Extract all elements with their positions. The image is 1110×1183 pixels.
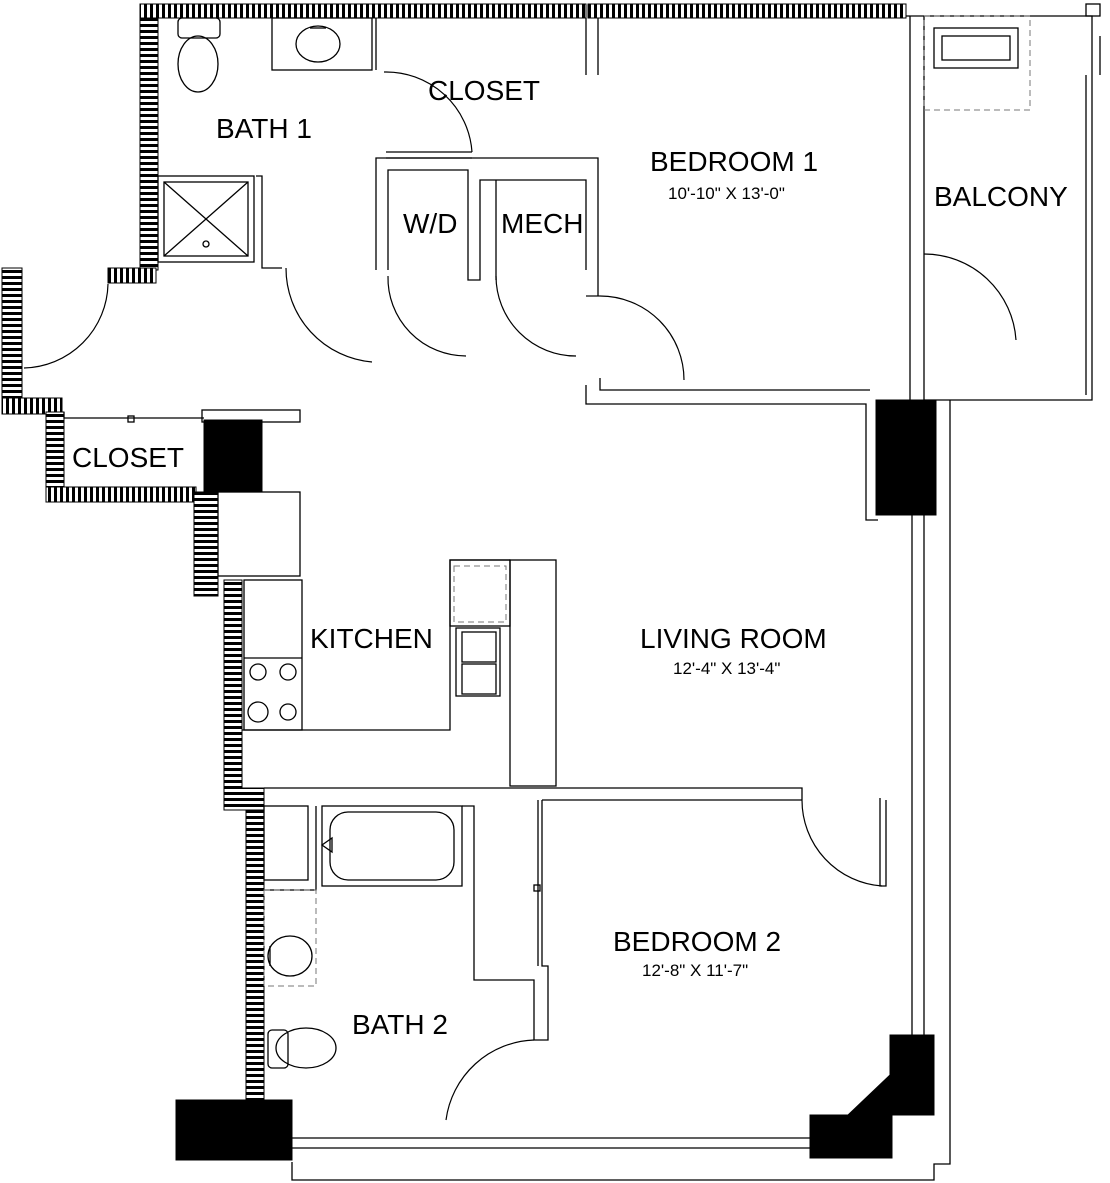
bath1-toilet <box>177 35 219 93</box>
bath2-left-wall <box>245 809 265 1103</box>
room-label-mech: MECH <box>501 208 583 239</box>
interior-walls <box>63 3 1101 1181</box>
room-label-kitchen: KITCHEN <box>310 623 433 654</box>
door-swings <box>23 71 1017 1121</box>
kitchen-sink <box>455 627 501 697</box>
column-bath2 <box>175 1099 293 1161</box>
balcony-unit <box>933 27 1019 69</box>
room-label-bath1: BATH 1 <box>216 113 312 144</box>
closet-bottom-wall <box>45 486 197 503</box>
room-label-bedroom1: BEDROOM 1 <box>650 146 818 177</box>
column-closet <box>203 419 263 493</box>
column-bedroom2 <box>809 1034 935 1159</box>
bath2-toilet <box>275 1027 337 1069</box>
room-label-bath2: BATH 2 <box>352 1009 448 1040</box>
entry-left-wall <box>1 267 23 415</box>
room-label-wd: W/D <box>403 208 457 239</box>
bath1-shower <box>157 175 255 263</box>
column-living <box>875 399 937 516</box>
bath1-left-wall <box>139 17 159 271</box>
top-exterior-wall-2 <box>385 3 587 19</box>
kitchen-left-wall <box>223 579 243 789</box>
room-dimensions-bedroom2: 12'-8" X 11'-7" <box>642 961 748 980</box>
room-dimensions-bedroom1: 10'-10" X 13'-0" <box>668 184 785 203</box>
room-label-closet-top: CLOSET <box>428 75 540 106</box>
bath2-sink-counter <box>263 889 317 987</box>
room-label-living-room: LIVING ROOM <box>640 623 827 654</box>
room-dimensions-living-room: 12'-4" X 13'-4" <box>673 659 780 678</box>
top-exterior-wall <box>139 3 386 19</box>
room-label-bedroom2: BEDROOM 2 <box>613 926 781 957</box>
bath1-sink-counter <box>271 17 373 71</box>
exterior-walls <box>1 3 907 1103</box>
bath1-bottom-wall <box>107 267 157 284</box>
room-label-closet-entry: CLOSET <box>72 442 184 473</box>
kitchen-left-wall-upper <box>193 491 219 597</box>
refrigerator <box>217 491 301 577</box>
entry-bottom-wall <box>1 397 63 415</box>
room-label-balcony: BALCONY <box>934 181 1068 212</box>
top-exterior-wall-3 <box>587 3 907 19</box>
bath2-tub <box>321 805 463 887</box>
bath2-top-wall <box>223 787 265 811</box>
structural-columns <box>175 399 937 1161</box>
